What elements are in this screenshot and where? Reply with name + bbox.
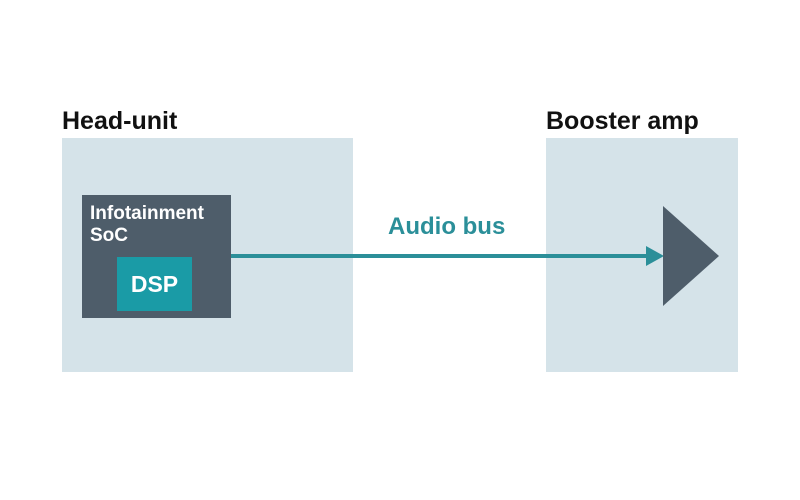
dsp-block: DSP — [117, 257, 192, 311]
audio-bus-arrowhead — [646, 246, 664, 266]
infotainment-soc-label: Infotainment SoC — [90, 203, 204, 246]
infotainment-soc-block: Infotainment SoC DSP — [82, 195, 231, 318]
amplifier-triangle-icon — [663, 206, 719, 306]
head-unit-title: Head-unit — [62, 107, 178, 135]
dsp-label: DSP — [130, 270, 179, 297]
audio-bus-label: Audio bus — [388, 213, 506, 240]
booster-amp-title: Booster amp — [546, 107, 699, 135]
